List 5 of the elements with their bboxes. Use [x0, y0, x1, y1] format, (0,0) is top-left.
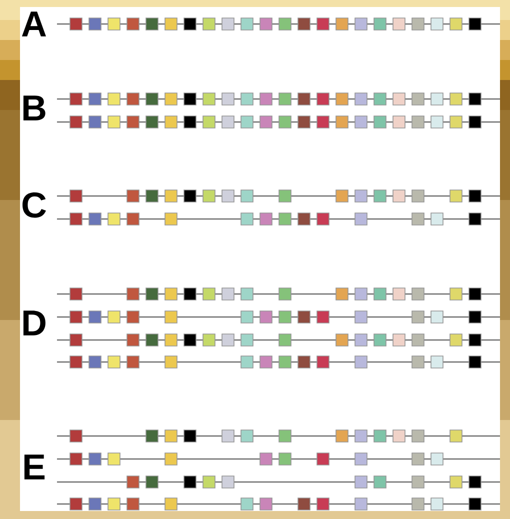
- panel-letter: C: [22, 192, 46, 218]
- panel-letter: B: [23, 96, 46, 120]
- panel-letter: D: [23, 310, 46, 336]
- panel-letter: E: [24, 454, 45, 480]
- panel-letter: A: [22, 12, 46, 36]
